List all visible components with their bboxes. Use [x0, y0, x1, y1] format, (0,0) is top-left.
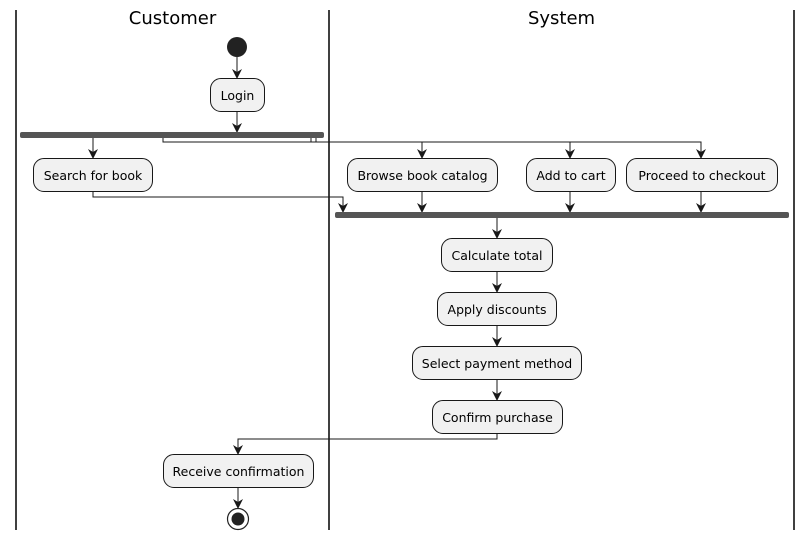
join-bar [335, 212, 789, 218]
fork-bar [20, 132, 324, 138]
edge-search-join [92, 192, 348, 213]
edge-fork-browse [162, 138, 427, 159]
lane-title-customer: Customer [128, 8, 217, 29]
start-node [227, 37, 247, 57]
activity-login: Login [210, 78, 265, 112]
lane-title-system: System [527, 8, 596, 29]
edge-fork-cart [310, 138, 575, 159]
edge-confirm-receive [233, 434, 498, 455]
end-node-core [231, 512, 245, 526]
activity-add-to-cart: Add to cart [526, 158, 616, 192]
activity-browse-book-catalog: Browse book catalog [347, 158, 498, 192]
edge-fork-checkout [315, 138, 706, 159]
activity-receive-confirmation: Receive confirmation [163, 454, 314, 488]
activity-calculate-total: Calculate total [441, 238, 553, 272]
activity-search-for-book: Search for book [33, 158, 153, 192]
activity-proceed-to-checkout: Proceed to checkout [626, 158, 778, 192]
activity-apply-discounts: Apply discounts [437, 292, 557, 326]
activity-select-payment-method: Select payment method [412, 346, 582, 380]
activity-confirm-purchase: Confirm purchase [432, 400, 563, 434]
